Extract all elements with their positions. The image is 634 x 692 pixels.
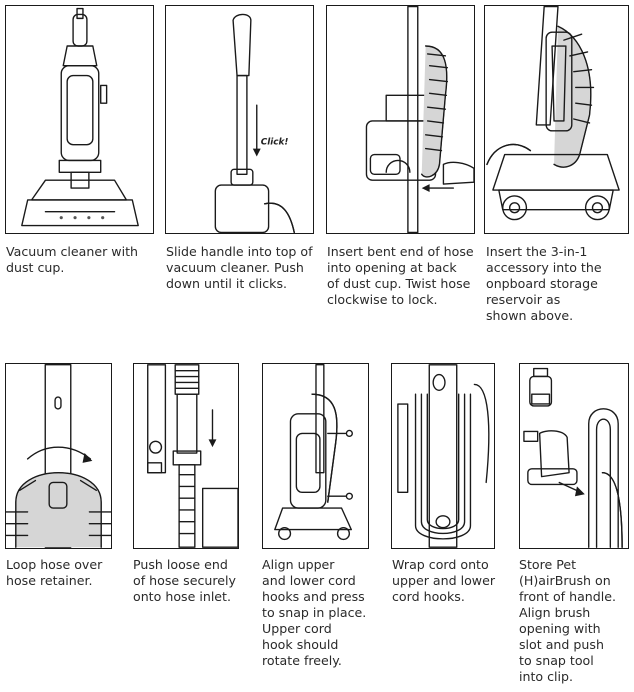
accessory-storage-illustration	[486, 6, 620, 221]
step-2-panel: Click!	[165, 5, 314, 234]
vacuum-cleaner-illustration	[21, 7, 139, 227]
step-8-caption: Wrap cord onto upper and lower cord hook…	[392, 557, 496, 604]
step-4-caption: Insert the 3-in-1 accessory into the onp…	[486, 244, 602, 323]
step-6-panel	[133, 363, 239, 549]
step-8-panel	[391, 363, 495, 549]
step-9-caption: Store Pet (H)airBrush on front of handle…	[519, 557, 617, 684]
step-3-caption: Insert bent end of hose into opening at …	[327, 244, 474, 307]
step-7-caption: Align upper and lower cord hooks and pre…	[262, 557, 367, 668]
click-callout: Click!	[261, 138, 289, 148]
pet-brush-illustration	[523, 367, 623, 548]
step-5-panel	[5, 363, 112, 549]
step-4-panel	[484, 5, 629, 234]
step-6-caption: Push loose end of hose securely onto hos…	[133, 557, 236, 604]
step-3-panel	[326, 5, 475, 234]
step-2-caption: Slide handle into top of vacuum cleaner.…	[166, 244, 313, 291]
step-1-caption: Vacuum cleaner with dust cup.	[6, 244, 139, 275]
handle-insert-illustration: Click!	[214, 13, 295, 233]
step-1-panel	[5, 5, 154, 234]
step-9-panel	[519, 363, 629, 549]
cord-hooks-illustration	[274, 364, 353, 541]
step-7-panel	[262, 363, 369, 549]
hose-insert-illustration	[365, 6, 474, 233]
hose-inlet-illustration	[147, 364, 238, 548]
hose-loop-illustration	[6, 364, 111, 548]
wrap-cord-illustration	[397, 364, 490, 548]
step-5-caption: Loop hose over hose retainer.	[6, 557, 103, 588]
